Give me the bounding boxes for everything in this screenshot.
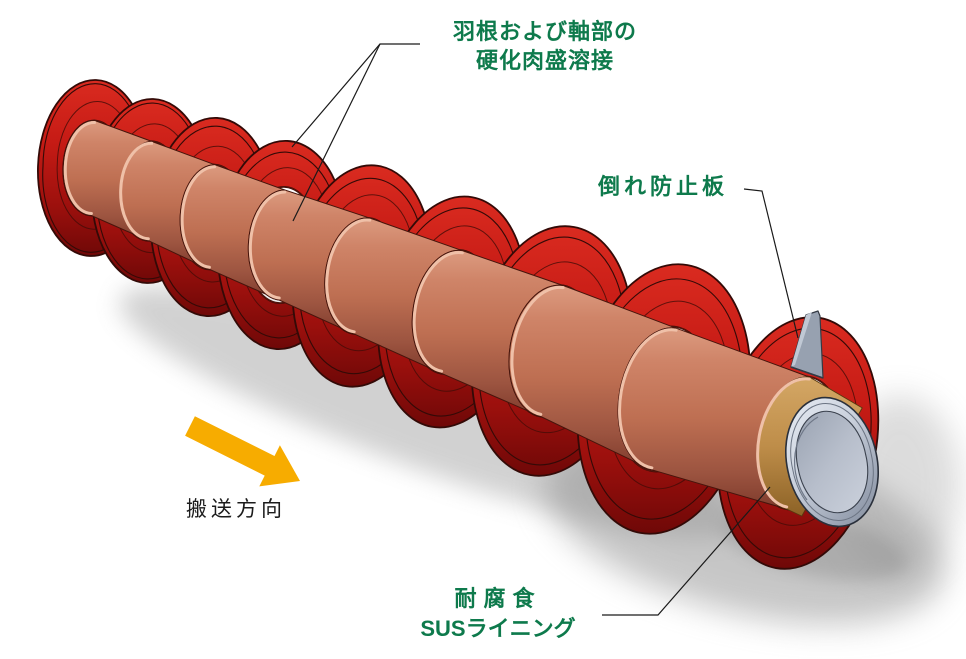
direction-arrow-icon (185, 416, 300, 487)
shaft-collar-highlight (180, 165, 217, 269)
shaft-collar-highlight (756, 377, 811, 509)
annotation-overlay (185, 43, 799, 616)
weld-label-line1: 羽根および軸部の (452, 19, 637, 44)
shaft-collar-highlight (618, 328, 678, 470)
sus-label-line2: SUSライニング (420, 616, 576, 641)
anti-tip-plate (790, 310, 824, 379)
shaft-collar-highlight (325, 218, 372, 334)
weld-label-line2: 硬化肉盛溶接 (475, 48, 614, 73)
pipe-end-sus-lining (784, 396, 880, 528)
annotation-sus-lining-label: 耐腐食 SUSライニング (378, 584, 618, 644)
shaft-collar-highlight (63, 120, 97, 215)
annotation-anti-tip-plate-label: 倒れ防止板 (598, 174, 729, 199)
shaft-collar-highlight (412, 250, 464, 373)
shaft-collar-highlight (119, 141, 154, 241)
leader-line-sus-lining (602, 486, 771, 616)
screw-3d-model (37, 79, 960, 625)
leader-line-anti-tip-plate (743, 188, 799, 339)
annotation-weld-label: 羽根および軸部の 硬化肉盛溶接 (413, 17, 677, 75)
shaft-collar-highlight (510, 285, 565, 416)
shaft-collar-highlight (248, 190, 287, 300)
leader-line-weld-b (292, 43, 381, 222)
sus-label-line1: 耐腐食 (454, 586, 542, 611)
leader-line-weld-a (291, 43, 420, 148)
annotation-direction-label: 搬送方向 (186, 498, 286, 521)
